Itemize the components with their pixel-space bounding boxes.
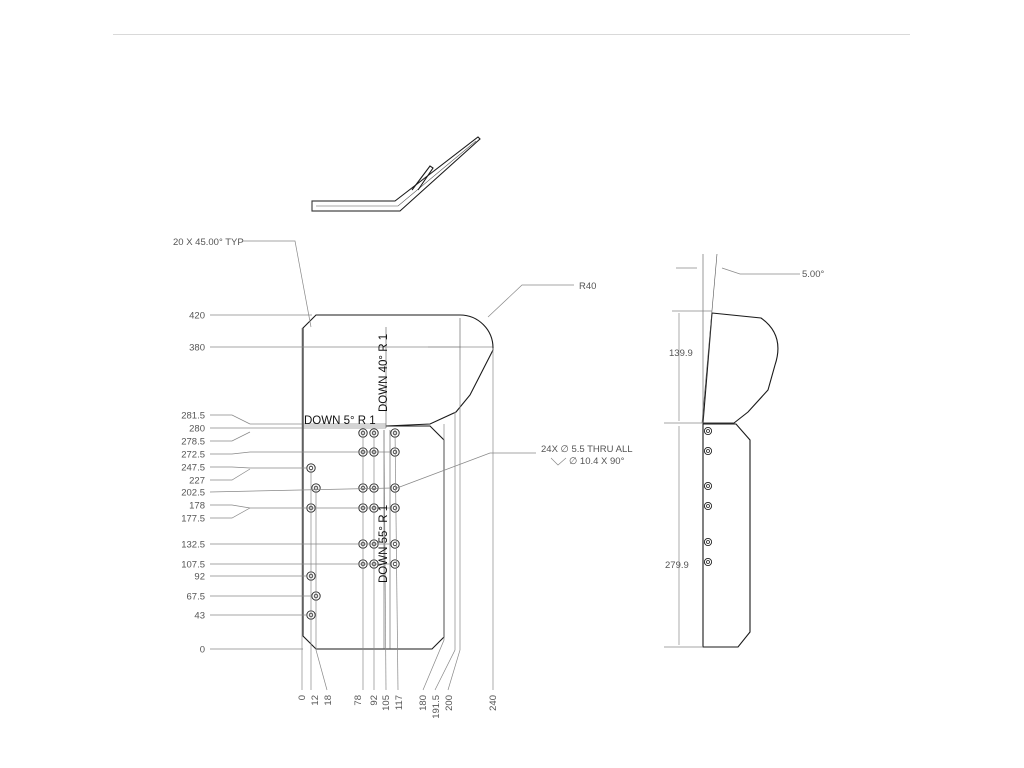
bottom-dimension-label: 18 <box>323 695 334 706</box>
radius-note: R40 <box>579 281 596 292</box>
hole-callout-2: ∅ 10.4 X 90° <box>569 456 625 467</box>
hole-inner <box>392 541 398 547</box>
left-dimension-label: 278.5 <box>181 437 205 448</box>
side-angle-note: 5.00° <box>802 269 824 280</box>
left-dimension-label: 67.5 <box>187 592 206 603</box>
side-hole-inner <box>706 504 710 508</box>
left-dimension-label: 0 <box>200 645 205 656</box>
bottom-dimension-label: 0 <box>297 695 308 700</box>
hole-outer <box>390 503 400 513</box>
flat-pattern-outline <box>302 314 494 650</box>
bottom-dimension-label: 200 <box>444 695 455 711</box>
bottom-dimension-label: 240 <box>488 695 499 711</box>
hole-outer <box>390 559 400 569</box>
left-dimension-label: 202.5 <box>181 488 205 499</box>
side-view-holes <box>703 426 713 567</box>
side-hole-inner <box>706 560 710 564</box>
bottom-dimension-label: 12 <box>310 695 321 706</box>
side-view <box>664 253 800 648</box>
callout-leaders <box>243 240 574 489</box>
side-hole-inner <box>706 540 710 544</box>
side-dim-lower: 279.9 <box>665 560 689 571</box>
hole-inner <box>392 505 398 511</box>
left-dimension-label: 227 <box>189 476 205 487</box>
side-hole-outer <box>703 501 713 511</box>
left-dimension-label: 380 <box>189 343 205 354</box>
side-hole-outer <box>703 481 713 491</box>
bend-label-middle: DOWN 55° R 1 <box>378 505 390 583</box>
left-dimension-label: 247.5 <box>181 463 205 474</box>
left-dimension-label: 43 <box>194 611 205 622</box>
bottom-dimension-label: 117 <box>394 695 405 710</box>
left-dimension-lines <box>209 314 460 650</box>
bottom-dimension-label: 191.5 <box>431 695 442 719</box>
hole-inner <box>392 485 398 491</box>
bottom-dimension-lines <box>301 328 494 691</box>
bend-label-top: DOWN 40° R 1 <box>378 334 390 412</box>
isometric-view <box>311 136 481 212</box>
hole-inner <box>308 465 314 471</box>
left-dimension-label: 132.5 <box>181 540 205 551</box>
hole-outer <box>390 539 400 549</box>
left-dimension-label: 280 <box>189 424 205 435</box>
bend-label-left: DOWN 5° R 1 <box>304 415 376 427</box>
chamfer-note: 20 X 45.00° TYP <box>173 237 244 248</box>
side-hole-inner <box>706 449 710 453</box>
left-dimension-label: 420 <box>189 311 205 322</box>
left-dimension-label: 177.5 <box>181 514 205 525</box>
side-hole-inner <box>706 484 710 488</box>
bottom-dimension-label: 180 <box>418 695 429 711</box>
hole-callout-1: 24X ∅ 5.5 THRU ALL <box>541 444 633 455</box>
side-hole-outer <box>703 426 713 436</box>
flat-pattern-view <box>250 314 494 650</box>
side-dim-upper: 139.9 <box>669 348 693 359</box>
bottom-dimension-label: 78 <box>353 695 364 706</box>
side-hole-outer <box>703 446 713 456</box>
left-dimension-label: 178 <box>189 501 205 512</box>
side-hole-outer <box>703 537 713 547</box>
side-hole-outer <box>703 557 713 567</box>
left-dimension-label: 92 <box>194 572 205 583</box>
side-hole-inner <box>706 429 710 433</box>
bottom-dimension-label: 105 <box>381 695 392 711</box>
left-dimension-label: 281.5 <box>181 411 205 422</box>
bottom-dimension-label: 92 <box>369 695 380 706</box>
sheet-border <box>113 34 910 35</box>
left-dimension-label: 272.5 <box>181 450 205 461</box>
left-dimension-label: 107.5 <box>181 560 205 571</box>
